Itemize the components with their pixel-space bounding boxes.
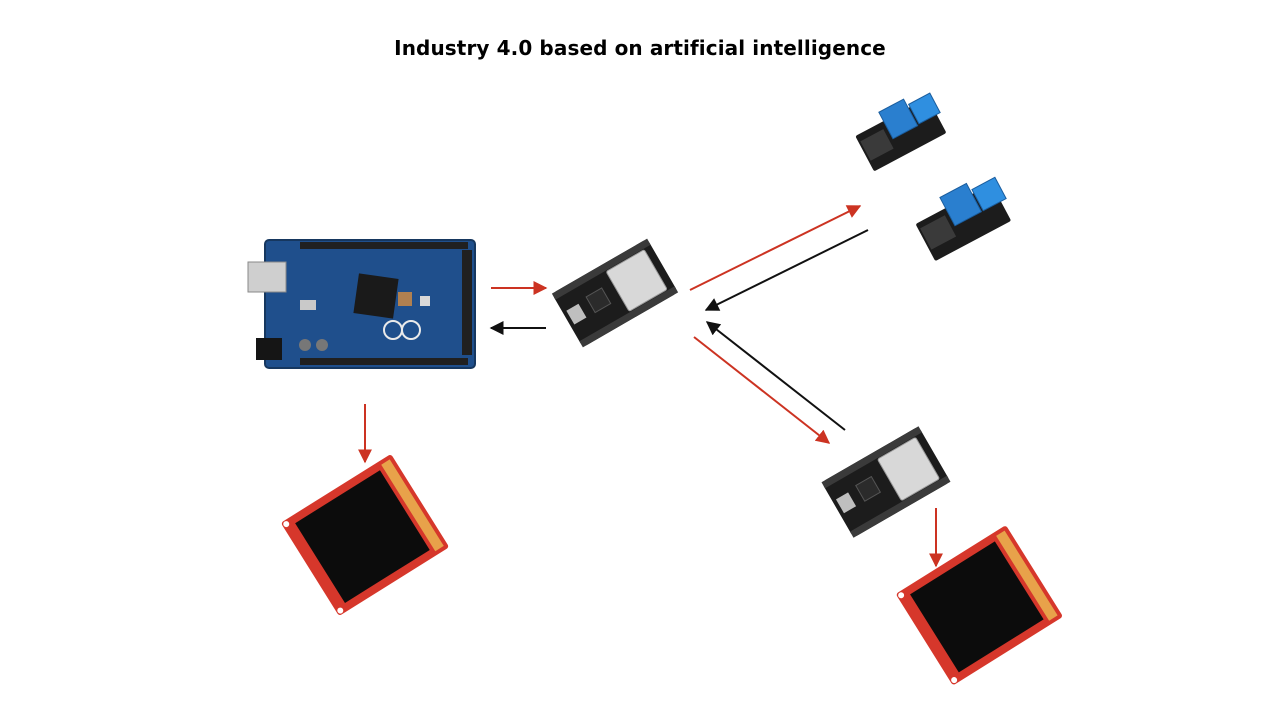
esp32-board-icon	[821, 426, 951, 538]
arrow-remote-to-esp32	[705, 321, 846, 431]
relay-module-icon	[855, 92, 946, 171]
relay-module-icon	[916, 176, 1011, 261]
arrow-esp32-to-relay	[689, 205, 862, 291]
arduino-board-icon	[247, 239, 476, 369]
tft-display-icon	[896, 526, 1062, 685]
arrow-esp32-to-remote	[693, 336, 831, 444]
arrow-relay-to-esp32	[704, 229, 869, 311]
tft-display-icon	[281, 455, 449, 615]
esp32-board-icon	[551, 238, 679, 348]
diagram-title: Industry 4.0 based on artificial intelli…	[394, 36, 886, 60]
